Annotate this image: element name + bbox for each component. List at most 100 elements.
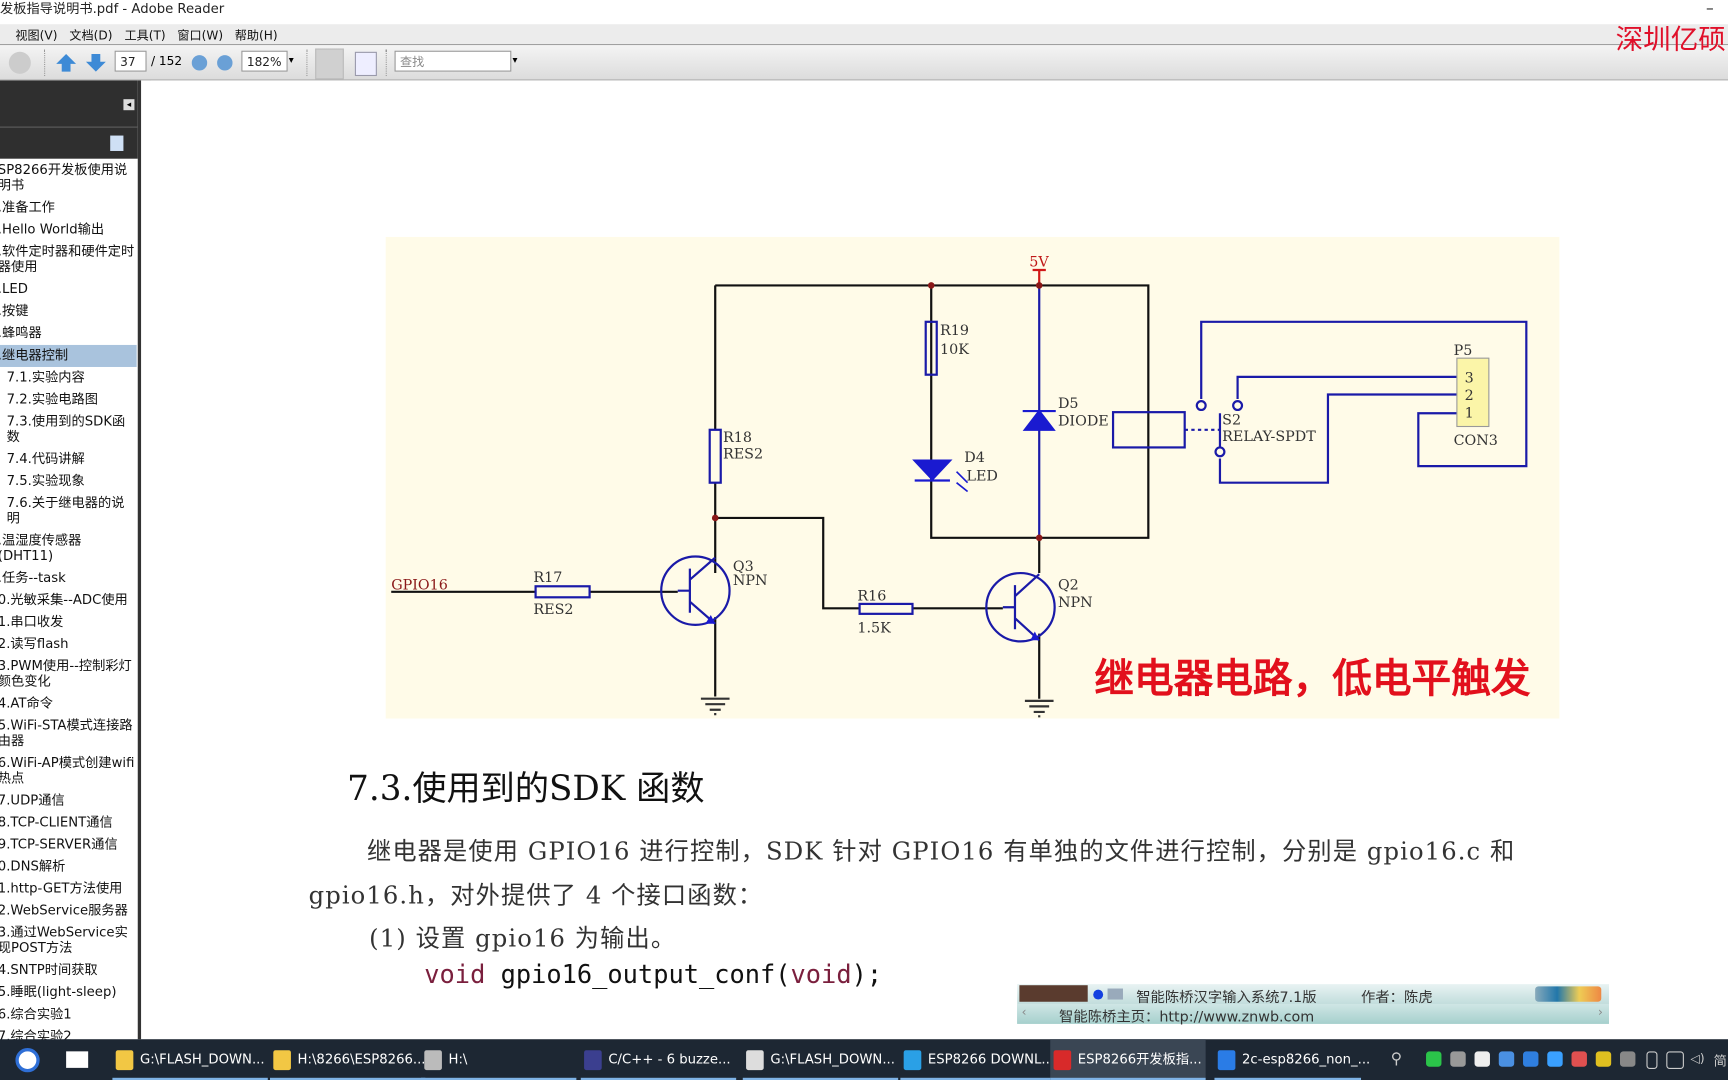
bookmark-item[interactable]: 7.4.代码讲解 bbox=[6, 450, 85, 467]
taskbar-item-label: G:\FLASH_DOWN... bbox=[770, 1051, 895, 1067]
bookmark-item[interactable]: 0.DNS解析 bbox=[0, 858, 66, 874]
menu-view[interactable]: 视图(V) bbox=[15, 28, 58, 43]
bookmark-item[interactable]: 7.5.实验现象 bbox=[6, 472, 85, 489]
taskbar-item[interactable]: H:\ bbox=[420, 1039, 577, 1080]
tray-icon[interactable] bbox=[1619, 1051, 1636, 1067]
zoom-input[interactable]: 182% bbox=[241, 50, 288, 72]
title-bar: 发板指导说明书.pdf - Adobe Reader – bbox=[0, 0, 1728, 25]
brand-watermark: 深圳亿硕 bbox=[1615, 23, 1726, 56]
bookmark-item[interactable]: 1.http-GET方法使用 bbox=[0, 880, 123, 896]
label-q3: Q3 bbox=[733, 559, 754, 575]
fit-page-icon[interactable] bbox=[354, 51, 377, 77]
code-keyword: void bbox=[424, 960, 486, 990]
paragraph-line-2: gpio16.h，对外提供了 4 个接口函数： bbox=[308, 882, 764, 911]
tray-icon[interactable] bbox=[1426, 1051, 1442, 1067]
bookmark-item[interactable]: 6.WiFi-AP模式创建wifi热点 bbox=[0, 754, 135, 786]
scroll-left-icon[interactable]: ‹ bbox=[1021, 1005, 1027, 1020]
divider bbox=[306, 49, 309, 77]
search-input[interactable]: 查找 bbox=[394, 50, 512, 72]
bookmark-item[interactable]: 6.综合实验1 bbox=[0, 1006, 72, 1022]
bookmark-item[interactable]: 1.串口收发 bbox=[0, 613, 64, 630]
bookmark-item[interactable]: 8.TCP-CLIENT通信 bbox=[0, 814, 113, 830]
mail-icon[interactable] bbox=[66, 1051, 89, 1068]
bookmark-item[interactable]: 2.读写flash bbox=[0, 635, 69, 652]
bookmark-item[interactable]: 9.TCP-SERVER通信 bbox=[0, 836, 118, 852]
usb-icon[interactable] bbox=[1646, 1051, 1658, 1069]
bookmark-item[interactable]: .蜂鸣器 bbox=[0, 325, 42, 341]
start-app-icon[interactable] bbox=[15, 1048, 40, 1073]
menu-help[interactable]: 帮助(H) bbox=[234, 28, 278, 43]
search-dropdown-icon[interactable]: ▾ bbox=[512, 55, 518, 67]
tray-icon[interactable] bbox=[1523, 1051, 1539, 1067]
previous-page-icon[interactable] bbox=[55, 52, 77, 74]
volume-icon[interactable]: ◁) bbox=[1690, 1051, 1705, 1066]
bookmark-item[interactable]: 2.WebService服务器 bbox=[0, 902, 128, 918]
bookmark-item[interactable]: .准备工作 bbox=[0, 199, 55, 215]
bookmark-item[interactable]: .按键 bbox=[0, 303, 29, 319]
zoom-in-icon[interactable] bbox=[217, 55, 233, 71]
page-number-input[interactable]: 37 bbox=[114, 50, 147, 72]
ime-status-row: 智能陈桥汉字输入系统7.1版 作者：陈虎 bbox=[1017, 984, 1609, 1006]
people-icon[interactable]: ⚲ bbox=[1390, 1050, 1403, 1068]
bookmark-item[interactable]: 5.WiFi-STA模式连接路由器 bbox=[0, 717, 133, 749]
bookmark-item[interactable]: 4.SNTP时间获取 bbox=[0, 962, 98, 978]
taskbar-item[interactable]: G:\FLASH_DOWN... bbox=[112, 1039, 268, 1080]
bookmark-item[interactable]: 3.PWM使用--控制彩灯颜色变化 bbox=[0, 657, 132, 689]
fit-width-icon[interactable] bbox=[315, 48, 344, 80]
menu-window[interactable]: 窗口(W) bbox=[177, 28, 224, 43]
taskbar-item[interactable]: ESP8266 DOWNL... bbox=[900, 1039, 1056, 1080]
taskbar-item-label: H:\ bbox=[448, 1051, 468, 1067]
next-page-icon[interactable] bbox=[85, 52, 107, 74]
wire-power-rail bbox=[715, 284, 1150, 539]
network-icon[interactable] bbox=[1666, 1051, 1684, 1069]
taskbar-item[interactable]: C/C++ - 6 buzze... bbox=[580, 1039, 737, 1080]
zoom-out-icon[interactable] bbox=[191, 55, 208, 71]
bookmark-item[interactable]: .任务--task bbox=[0, 569, 66, 586]
bookmark-item[interactable]: 7.6.关于继电器的说明 bbox=[6, 494, 125, 526]
bookmark-item[interactable]: 0.光敏采集--ADC使用 bbox=[0, 591, 128, 608]
label-s2-value: RELAY-SPDT bbox=[1222, 429, 1316, 445]
bookmark-item[interactable]: .温湿度传感器(DHT11) bbox=[0, 532, 82, 564]
keyboard-icon[interactable] bbox=[1107, 988, 1123, 1000]
tray-icon[interactable] bbox=[1547, 1051, 1563, 1067]
bookmark-item[interactable]: .软件定时器和硬件定时器使用 bbox=[0, 243, 135, 275]
bookmark-item[interactable]: .Hello World输出 bbox=[0, 221, 105, 237]
running-indicator bbox=[1214, 1077, 1362, 1080]
menu-document[interactable]: 文档(D) bbox=[69, 28, 113, 43]
input-language-icon[interactable]: 简 bbox=[1713, 1053, 1727, 1069]
tray-icon[interactable] bbox=[1474, 1051, 1490, 1067]
minimize-button[interactable]: – bbox=[1705, 0, 1714, 18]
ime-toolbar[interactable]: 智能陈桥汉字输入系统7.1版 作者：陈虎 ‹ 智能陈桥主页：http://www… bbox=[1017, 984, 1609, 1026]
tray-icon[interactable] bbox=[1595, 1051, 1612, 1067]
bookmark-item[interactable]: 7.2.实验电路图 bbox=[6, 391, 98, 407]
wire-nc bbox=[1200, 320, 1528, 468]
bookmark-item[interactable]: SP8266开发板使用说明书 bbox=[0, 161, 128, 193]
taskbar-item[interactable]: ESP8266开发板指... bbox=[1050, 1039, 1206, 1080]
tray-icon[interactable] bbox=[1498, 1051, 1515, 1067]
collapse-panel-icon[interactable]: ◂ bbox=[123, 99, 135, 111]
bookmark-item[interactable]: 4.AT命令 bbox=[0, 695, 53, 711]
tray-icon[interactable] bbox=[1571, 1051, 1587, 1067]
zoom-dropdown-icon[interactable]: ▾ bbox=[288, 55, 294, 67]
taskbar-item[interactable]: H:\8266\ESP8266... bbox=[269, 1039, 426, 1080]
scroll-right-icon[interactable]: › bbox=[1597, 1005, 1603, 1020]
ime-tools-icons[interactable] bbox=[1535, 986, 1602, 1002]
bookmark-item[interactable]: .LED bbox=[0, 281, 28, 297]
running-indicator bbox=[900, 1077, 1056, 1080]
taskbar-item[interactable]: 2c-esp8266_non_... bbox=[1214, 1039, 1370, 1080]
bookmark-item[interactable]: 3.通过WebService实现POST方法 bbox=[0, 924, 128, 956]
bookmark-options-icon[interactable] bbox=[110, 135, 124, 151]
ime-mode-icon[interactable] bbox=[1093, 989, 1104, 1000]
bookmark-item[interactable]: 7.1.实验内容 bbox=[6, 369, 85, 385]
panel-options bbox=[0, 126, 138, 159]
cloud-icon[interactable] bbox=[1450, 1051, 1466, 1067]
wire-com bbox=[1218, 393, 1457, 484]
back-icon[interactable] bbox=[8, 51, 31, 74]
bookmark-item[interactable]: 7.UDP通信 bbox=[0, 792, 65, 808]
taskbar-item[interactable]: G:\FLASH_DOWN... bbox=[742, 1039, 899, 1080]
bookmark-item[interactable]: 7.3.使用到的SDK函数 bbox=[6, 413, 126, 445]
bookmark-item[interactable]: .继电器控制 bbox=[0, 344, 137, 367]
menu-tools[interactable]: 工具(T) bbox=[124, 28, 166, 43]
label-r19: R19 bbox=[940, 323, 969, 339]
bookmark-item[interactable]: 5.睡眠(light-sleep) bbox=[0, 984, 117, 1000]
